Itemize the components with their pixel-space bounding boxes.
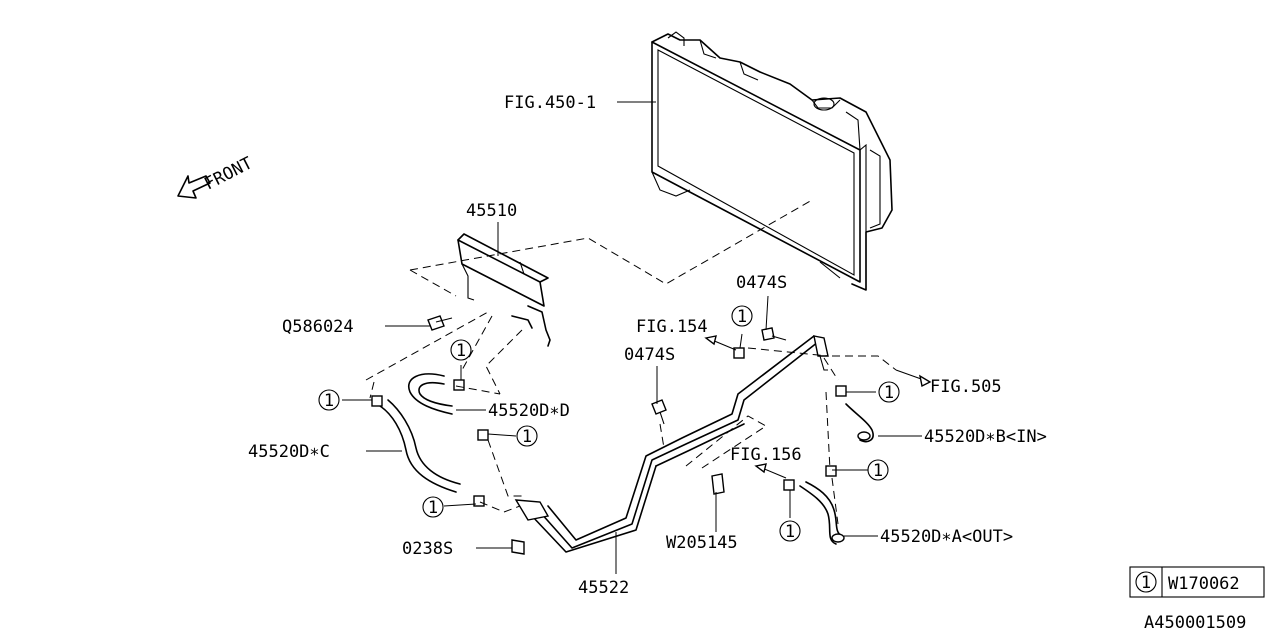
hose-45520d-b: [845, 403, 874, 443]
label-0238s: 0238S: [402, 539, 453, 559]
svg-text:1: 1: [428, 498, 438, 518]
ref-marker: 1: [422, 496, 444, 518]
oil-cooler-drawing: [457, 233, 551, 347]
hose-45520d-d: [407, 373, 453, 415]
ref-marker: 1: [516, 425, 538, 447]
hose-45520d-c: [379, 405, 457, 493]
svg-text:1: 1: [873, 461, 883, 481]
bolt-parts: [427, 315, 787, 555]
label-fig450: FIG.450-1: [504, 93, 596, 113]
legend-box: 1 W170062: [1129, 566, 1265, 598]
svg-text:1: 1: [785, 522, 795, 542]
label-45520d-a: 45520D∗A<OUT>: [880, 527, 1013, 547]
hose-45520d-a: [799, 485, 837, 545]
fig-arrows: [704, 335, 932, 479]
label-0474s-left: 0474S: [624, 345, 675, 365]
label-45520d-b: 45520D∗B<IN>: [924, 427, 1047, 447]
label-45520d-d: 45520D∗D: [488, 401, 570, 421]
svg-text:1: 1: [522, 427, 532, 447]
svg-text:1: 1: [324, 391, 334, 411]
ref-marker: 1: [779, 520, 801, 542]
ref-marker: 1: [878, 381, 900, 403]
label-w205145: W205145: [666, 533, 738, 553]
ref-marker: 1: [867, 459, 889, 481]
label-45520d-c: 45520D∗C: [248, 442, 330, 462]
label-fig505: FIG.505: [930, 377, 1002, 397]
svg-text:1: 1: [737, 307, 747, 327]
label-0474s-right: 0474S: [736, 273, 787, 293]
front-label: FRONT: [201, 153, 256, 194]
svg-text:1: 1: [884, 383, 894, 403]
label-fig156: FIG.156: [730, 445, 802, 465]
diagram-id: A450001509: [1144, 613, 1246, 633]
label-45522: 45522: [578, 578, 629, 598]
pipe-45522: [539, 341, 819, 549]
radiator-drawing: [651, 31, 893, 291]
legend-marker: 1: [1141, 573, 1151, 593]
ref-marker: 1: [731, 305, 753, 327]
svg-text:1: 1: [456, 341, 466, 361]
leader-lines: [342, 101, 922, 574]
ref-marker: 1: [318, 389, 340, 411]
front-arrow: FRONT: [177, 153, 256, 199]
label-q586024: Q586024: [282, 317, 354, 337]
label-45510: 45510: [466, 201, 517, 221]
assembly-dashed-lines: [365, 199, 897, 525]
ref-marker: 1: [450, 339, 472, 361]
legend-code: W170062: [1168, 574, 1240, 594]
clamp-parts: [371, 347, 847, 507]
label-fig154: FIG.154: [636, 317, 708, 337]
